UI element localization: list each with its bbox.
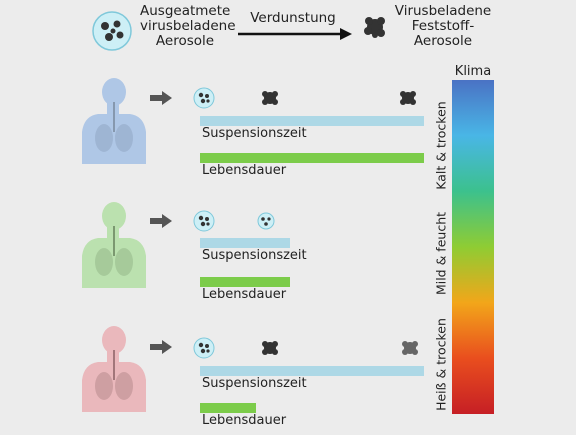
liquid-aerosol-icon	[193, 210, 215, 232]
liquid-aerosol-icon	[92, 11, 132, 51]
suspension-bar	[200, 366, 424, 376]
solid-aerosol-icon	[262, 341, 278, 355]
human-lungs-icon	[82, 78, 146, 164]
suspension-bar	[200, 116, 424, 126]
lifetime-bar	[200, 403, 256, 413]
liquid-aerosol-icon	[193, 337, 215, 359]
climate-band-hot-dry: Heiß & trocken	[433, 318, 449, 411]
climate-title: Klima	[454, 64, 492, 79]
evaporation-arrow-icon	[238, 28, 352, 40]
lifetime-bar	[200, 277, 290, 287]
suspension-bar	[200, 238, 290, 248]
lifetime-label: Lebensdauer	[202, 163, 287, 178]
human-lungs-icon	[82, 202, 146, 288]
arrow-right-icon	[150, 91, 172, 105]
liquid-aerosol-icon	[193, 87, 215, 109]
solid-aerosol-icon	[400, 91, 416, 105]
body-silhouette	[82, 202, 146, 288]
solid-aerosol-icon	[262, 91, 278, 105]
evaporation-label: Verdunstung	[250, 10, 336, 26]
human-lungs-icon	[82, 326, 146, 412]
lifetime-label: Lebensdauer	[202, 413, 287, 428]
solid-aerosol-icon	[364, 17, 385, 38]
body-silhouette	[82, 78, 146, 164]
suspension-label: Suspensionszeit	[202, 126, 307, 141]
header-left-label: Ausgeatmete virusbeladene Aerosole	[140, 3, 236, 49]
lifetime-label: Lebensdauer	[202, 287, 287, 302]
header-right-label: Virusbeladene Feststoff- Aerosole	[394, 3, 492, 49]
liquid-aerosol-icon	[257, 212, 275, 230]
solid-aerosol-icon	[402, 341, 418, 355]
body-silhouette	[82, 326, 146, 412]
suspension-label: Suspensionszeit	[202, 248, 307, 263]
climate-gradient-bar	[452, 80, 494, 414]
lifetime-bar	[200, 153, 424, 163]
arrow-right-icon	[150, 214, 172, 228]
arrow-right-icon	[150, 340, 172, 354]
suspension-label: Suspensionszeit	[202, 376, 307, 391]
